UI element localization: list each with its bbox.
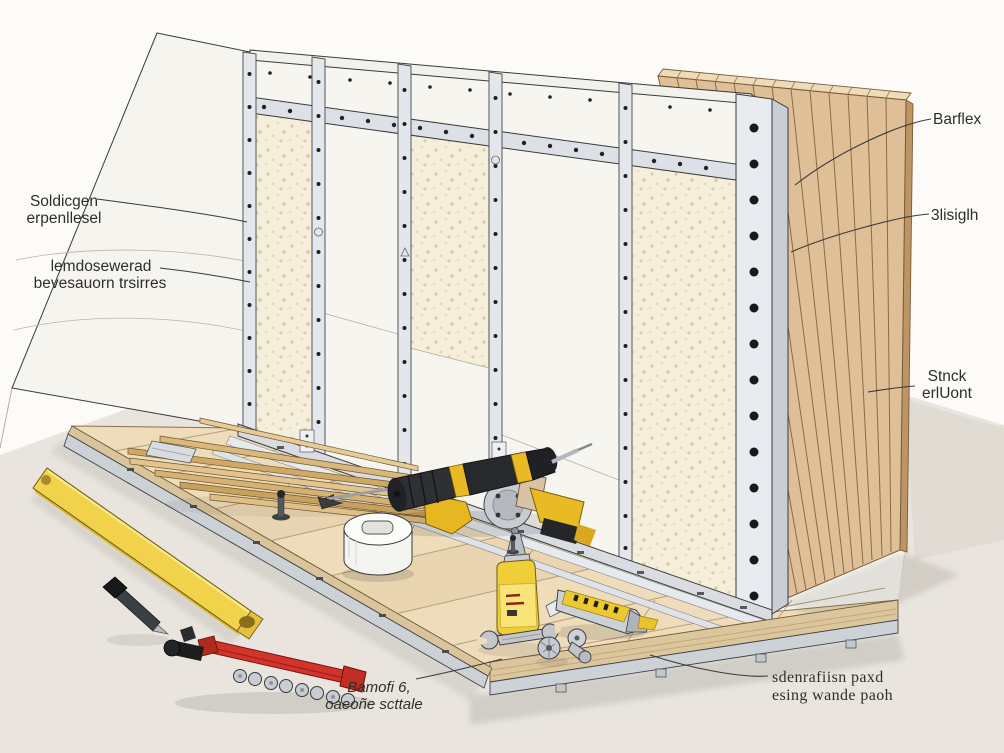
level-end-emblem	[239, 616, 255, 628]
slat-top-ticks	[676, 70, 891, 99]
insulation-panels	[242, 110, 737, 603]
quick-clamp	[163, 626, 375, 714]
tape-roll	[342, 512, 414, 582]
label-platform-edge-line1: Bamofi 6,	[347, 679, 410, 696]
label-floor-rail-line1: sdenrafiisn paxd	[772, 669, 884, 686]
label-stud-line1: Soldicgen	[30, 193, 98, 210]
corner-stud	[735, 93, 789, 615]
drill-foot-bracket	[423, 493, 473, 535]
metal-plate	[145, 440, 197, 464]
label-fastening-line2: bevesauorn trsirres	[34, 275, 167, 292]
platform-front-metal-profile	[489, 619, 899, 696]
clamp-handle	[173, 641, 204, 661]
wedge	[317, 496, 344, 510]
label-cladding-side: 3lisiglh	[931, 207, 978, 224]
level-logo	[41, 475, 51, 485]
cordless-drill	[318, 442, 596, 546]
stud-5	[618, 82, 633, 565]
label-fastening-line1: lemdosewerad	[51, 258, 152, 275]
rear-bit-shank	[551, 448, 579, 464]
label-cladding: Barflex	[933, 111, 981, 128]
sealant-tube	[545, 589, 659, 640]
slat-panel-shadow	[780, 552, 960, 630]
tape-core	[361, 520, 394, 535]
spirit-level	[30, 467, 264, 644]
drill-grip	[540, 518, 582, 544]
stud-2	[311, 56, 326, 458]
corner-screws	[749, 123, 759, 601]
platform-edges	[50, 425, 905, 725]
wood-battens	[127, 417, 431, 525]
stud-3	[397, 63, 412, 488]
bottle-label	[498, 582, 538, 629]
connector-fittings	[536, 628, 592, 667]
pen	[102, 576, 170, 646]
label-cladding-base-line1: Stnck	[928, 368, 967, 385]
stud-1	[242, 51, 257, 435]
labels: Soldicgen erpenllesel lemdosewerad beves…	[27, 111, 982, 713]
profile-clips	[555, 639, 857, 693]
label-cladding-base-line2: erlUont	[922, 385, 973, 402]
label-floor-rail-line2: esing wande paoh	[772, 687, 893, 704]
clamp-head	[339, 665, 367, 693]
label-stud-line2: erpenllesel	[27, 210, 102, 227]
metal-studs	[242, 51, 633, 565]
standing-screws	[272, 490, 519, 555]
label-platform-edge-line2: oaeoñe scttale	[325, 696, 423, 713]
platform-left-metal-rail	[63, 433, 489, 689]
leader-lines	[96, 118, 932, 680]
rail-slots	[127, 468, 449, 653]
